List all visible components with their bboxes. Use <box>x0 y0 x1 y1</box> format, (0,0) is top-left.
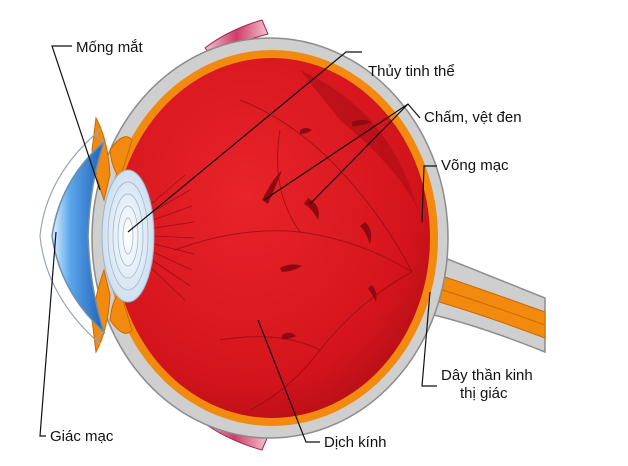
leader-line-lens <box>127 51 362 233</box>
iris <box>91 116 133 354</box>
label-lens: Thủy tinh thể <box>368 63 455 80</box>
leader-line-iris <box>51 45 101 191</box>
leader-lines <box>39 45 437 443</box>
label-floaters: Chấm, vệt đen <box>424 109 522 126</box>
leader-line-retina <box>421 165 437 223</box>
optic-nerve <box>417 246 546 354</box>
label-optic-nerve-line1: Dây thần kinh <box>441 367 533 384</box>
lens <box>101 169 155 303</box>
leader-line-cornea <box>39 231 57 437</box>
leader-line-vitreous <box>257 319 320 443</box>
leader-line-floaters-2 <box>309 103 409 205</box>
label-vitreous: Dịch kính <box>324 434 387 451</box>
ciliary-fibres <box>149 174 196 301</box>
leader-line-optic-nerve <box>421 291 437 387</box>
label-optic-nerve-line2: thị giác <box>460 385 508 402</box>
label-iris: Mống mắt <box>76 39 144 56</box>
label-cornea: Giác mạc <box>50 428 114 445</box>
vitreous-body <box>114 58 430 418</box>
floaters <box>262 120 377 340</box>
cornea <box>39 129 106 345</box>
label-retina: Võng mạc <box>441 157 509 174</box>
